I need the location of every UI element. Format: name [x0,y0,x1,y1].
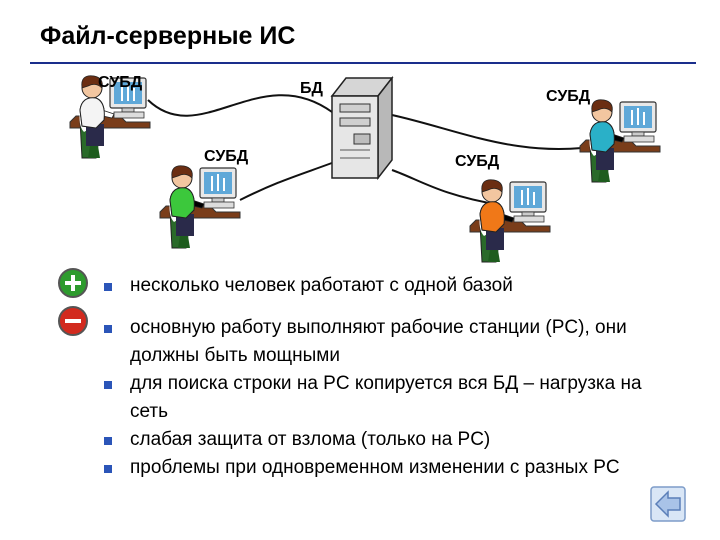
workstation-user-icon [469,178,551,263]
slide-title: Файл-серверные ИС [40,22,296,50]
list-item: для поиска строки на PC копируется вся Б… [103,370,663,426]
bullet-text: проблемы при одновременном изменении с р… [130,457,620,478]
bullet-text: несколько человек работают с одной базой [130,275,513,296]
server-label: БД [300,80,323,97]
client-label: СУБД [204,148,249,165]
bullet-text: слабая защита от взлома (только на PC) [130,429,491,450]
bullet-marker [104,283,112,291]
bullet-marker [104,437,112,445]
bullet-list: несколько человек работают с одной базой… [103,272,663,482]
bullet-text: для поиска строки на PC копируется вся Б… [130,373,642,422]
list-item: основную работу выполняют рабочие станци… [103,314,663,370]
workstation-user-icon [579,98,661,183]
client-label: СУБД [546,88,591,105]
back-arrow-icon[interactable] [650,486,686,522]
network-diagram: .s1 .shirt{fill:#ffffff} [69,74,661,263]
workstation-user-icon [159,164,241,249]
plus-icon [58,268,88,298]
title-divider [30,62,696,64]
bullet-marker [104,465,112,473]
network-cables [147,94,606,206]
list-item: слабая защита от взлома (только на PC) [103,426,663,454]
list-item: несколько человек работают с одной базой [103,272,663,300]
client-label: СУБД [455,153,500,170]
bullet-marker [104,325,112,333]
client-label: СУБД [98,74,143,91]
bullet-marker [104,381,112,389]
file-server-icon [330,75,394,181]
bullet-text: основную работу выполняют рабочие станци… [130,317,627,366]
list-item: проблемы при одновременном изменении с р… [103,454,663,482]
minus-icon [58,306,88,336]
